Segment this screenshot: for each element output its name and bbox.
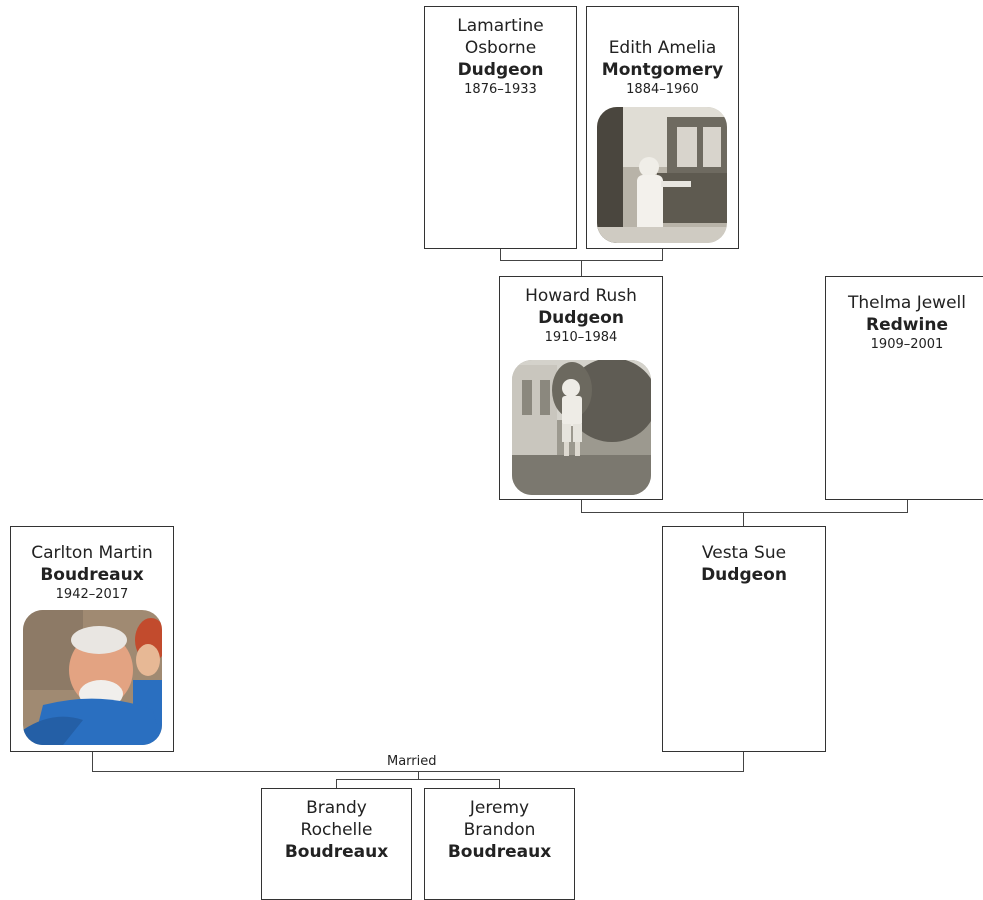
given-name: Thelma Jewell	[847, 293, 966, 313]
connector-line	[336, 779, 500, 780]
connector-line	[743, 752, 744, 772]
surname: Boudreaux	[284, 842, 389, 862]
person-card-carlton-boudreaux[interactable]: Carlton Martin Boudreaux 1942–2017	[10, 526, 174, 752]
married-label: Married	[385, 754, 439, 769]
given-name: Edith Amelia	[608, 38, 717, 58]
given-name: Vesta Sue	[701, 543, 787, 563]
given-name: Howard Rush	[525, 286, 637, 306]
surname: Montgomery	[601, 60, 724, 80]
connector-line	[743, 512, 744, 526]
connector-line	[336, 779, 337, 788]
person-card-vesta-dudgeon[interactable]: Vesta Sue Dudgeon	[662, 526, 826, 752]
given-name: Brandy Rochelle	[300, 798, 373, 840]
person-card-jeremy-boudreaux[interactable]: Jeremy Brandon Boudreaux	[424, 788, 575, 900]
person-card-thelma-redwine[interactable]: Thelma Jewell Redwine 1909–2001	[825, 276, 983, 500]
connector-line	[581, 500, 582, 513]
person-card-lamartine-dudgeon[interactable]: Lamartine Osborne Dudgeon 1876–1933	[424, 6, 577, 249]
surname: Dudgeon	[701, 565, 787, 585]
person-card-brandy-boudreaux[interactable]: Brandy Rochelle Boudreaux	[261, 788, 412, 900]
surname: Dudgeon	[538, 308, 624, 328]
given-name: Carlton Martin	[31, 543, 153, 563]
life-dates: 1910–1984	[544, 330, 618, 345]
connector-line	[581, 260, 582, 276]
portrait-photo	[597, 107, 727, 243]
connector-line	[418, 771, 419, 780]
portrait-photo	[512, 360, 651, 495]
connector-line	[581, 512, 908, 513]
given-name: Lamartine Osborne	[457, 16, 544, 58]
surname: Dudgeon	[457, 60, 544, 80]
connector-line	[907, 500, 908, 513]
surname: Boudreaux	[447, 842, 552, 862]
life-dates: 1942–2017	[55, 587, 129, 602]
connector-line	[499, 779, 500, 788]
life-dates: 1876–1933	[464, 82, 537, 97]
connector-line	[92, 752, 93, 772]
surname: Redwine	[866, 315, 948, 335]
connector-line	[500, 249, 501, 261]
person-card-howard-dudgeon[interactable]: Howard Rush Dudgeon 1910–1984	[499, 276, 663, 500]
life-dates: 1884–1960	[626, 82, 699, 97]
given-name: Jeremy Brandon	[463, 798, 536, 840]
person-card-edith-montgomery[interactable]: Edith Amelia Montgomery 1884–1960	[586, 6, 739, 249]
connector-line	[662, 249, 663, 261]
portrait-photo	[23, 610, 162, 745]
surname: Boudreaux	[40, 565, 144, 585]
life-dates: 1909–2001	[870, 337, 944, 352]
